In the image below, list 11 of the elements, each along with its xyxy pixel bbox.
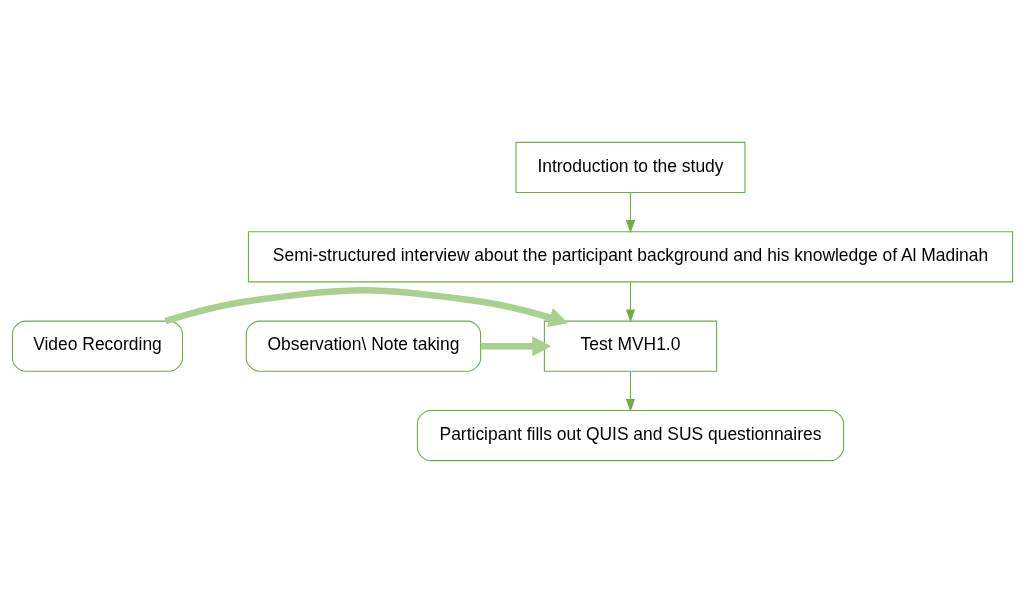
node-box: Observation\ Note taking [245,320,482,372]
node-box: Participant fills out QUIS and SUS questionnaires [416,409,845,462]
node-box: Semi-structured interview about the participant background and his knowledge of Al Madinah [247,231,1014,283]
arrow [480,336,552,357]
arrow [625,192,636,234]
arrow [164,286,569,328]
node-box: Test MVH1.0 [543,320,718,372]
arrow [625,281,636,323]
node-box: Video Recording [11,320,184,372]
arrow [625,371,636,412]
node-box: Introduction to the study [515,141,746,194]
